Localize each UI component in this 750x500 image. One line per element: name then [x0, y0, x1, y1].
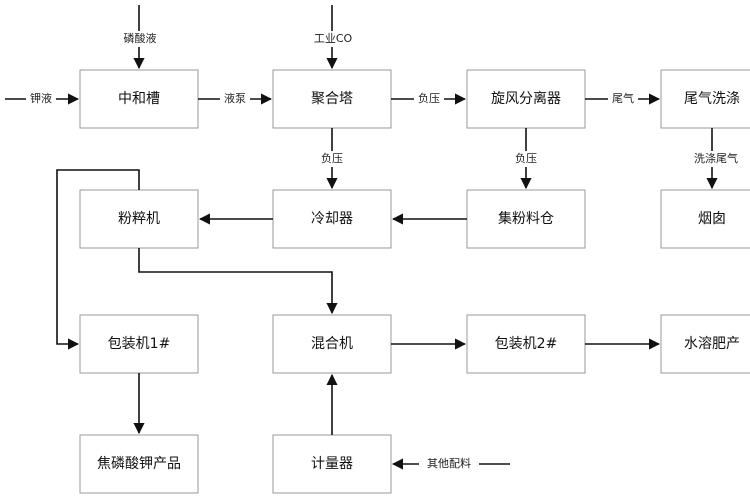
label-washed-tail-gas: 洗涤尾气 — [694, 151, 738, 165]
box-metering-device: 计量器 — [272, 434, 392, 494]
label-potassium-liquid: 钾液 — [30, 91, 52, 105]
box-mixer: 混合机 — [272, 314, 392, 374]
box-neutralization-tank-label: 中和槽 — [118, 91, 160, 107]
box-pulverizer-label: 粉粹机 — [118, 211, 160, 227]
box-mixer-label: 混合机 — [311, 336, 353, 352]
label-phosphoric-acid: 磷酸液 — [124, 31, 157, 45]
box-neutralization-tank: 中和槽 — [79, 69, 199, 129]
label-other-ingredients: 其他配料 — [427, 456, 471, 470]
box-tail-gas-washer: 尾气洗涤 — [660, 69, 750, 129]
box-cyclone-separator-label: 旋风分离器 — [491, 90, 561, 107]
label-liquid-pump: 液泵 — [224, 91, 246, 105]
box-water-soluble-fertilizer-label: 水溶肥产 — [684, 336, 740, 352]
box-packer-2-label: 包装机2# — [495, 336, 558, 352]
box-pyrophosphate-product: 焦磷酸钾产品 — [79, 434, 199, 494]
arrow-pulverizer-to-packer-1 — [56, 169, 140, 350]
label-negative-pressure-top: 负压 — [418, 91, 440, 105]
label-industrial-co: 工业CO — [314, 32, 353, 45]
box-packer-1: 包装机1# — [79, 314, 199, 374]
box-packer-2: 包装机2# — [466, 314, 586, 374]
label-negative-pressure-tower: 负压 — [321, 151, 343, 165]
box-chimney: 烟囱 — [660, 189, 750, 249]
box-chimney-label: 烟囱 — [698, 211, 726, 227]
box-polymerization-tower-label: 聚合塔 — [311, 91, 353, 107]
box-pulverizer: 粉粹机 — [79, 189, 199, 249]
box-cyclone-separator: 旋风分离器 — [466, 69, 586, 129]
box-powder-silo: 集粉料仓 — [466, 189, 586, 249]
label-negative-pressure-cyclone: 负压 — [515, 151, 537, 165]
box-tail-gas-washer-label: 尾气洗涤 — [684, 91, 740, 107]
box-powder-silo-label: 集粉料仓 — [498, 210, 554, 227]
box-water-soluble-fertilizer: 水溶肥产 — [660, 314, 750, 374]
box-metering-device-label: 计量器 — [311, 456, 353, 472]
label-tail-gas: 尾气 — [612, 91, 634, 105]
box-packer-1-label: 包装机1# — [108, 336, 171, 352]
box-polymerization-tower: 聚合塔 — [272, 69, 392, 129]
box-cooler-label: 冷却器 — [311, 211, 353, 227]
box-pyrophosphate-product-label: 焦磷酸钾产品 — [97, 456, 181, 472]
arrow-pulverizer-to-mixer — [138, 248, 338, 315]
box-cooler: 冷却器 — [272, 189, 392, 249]
